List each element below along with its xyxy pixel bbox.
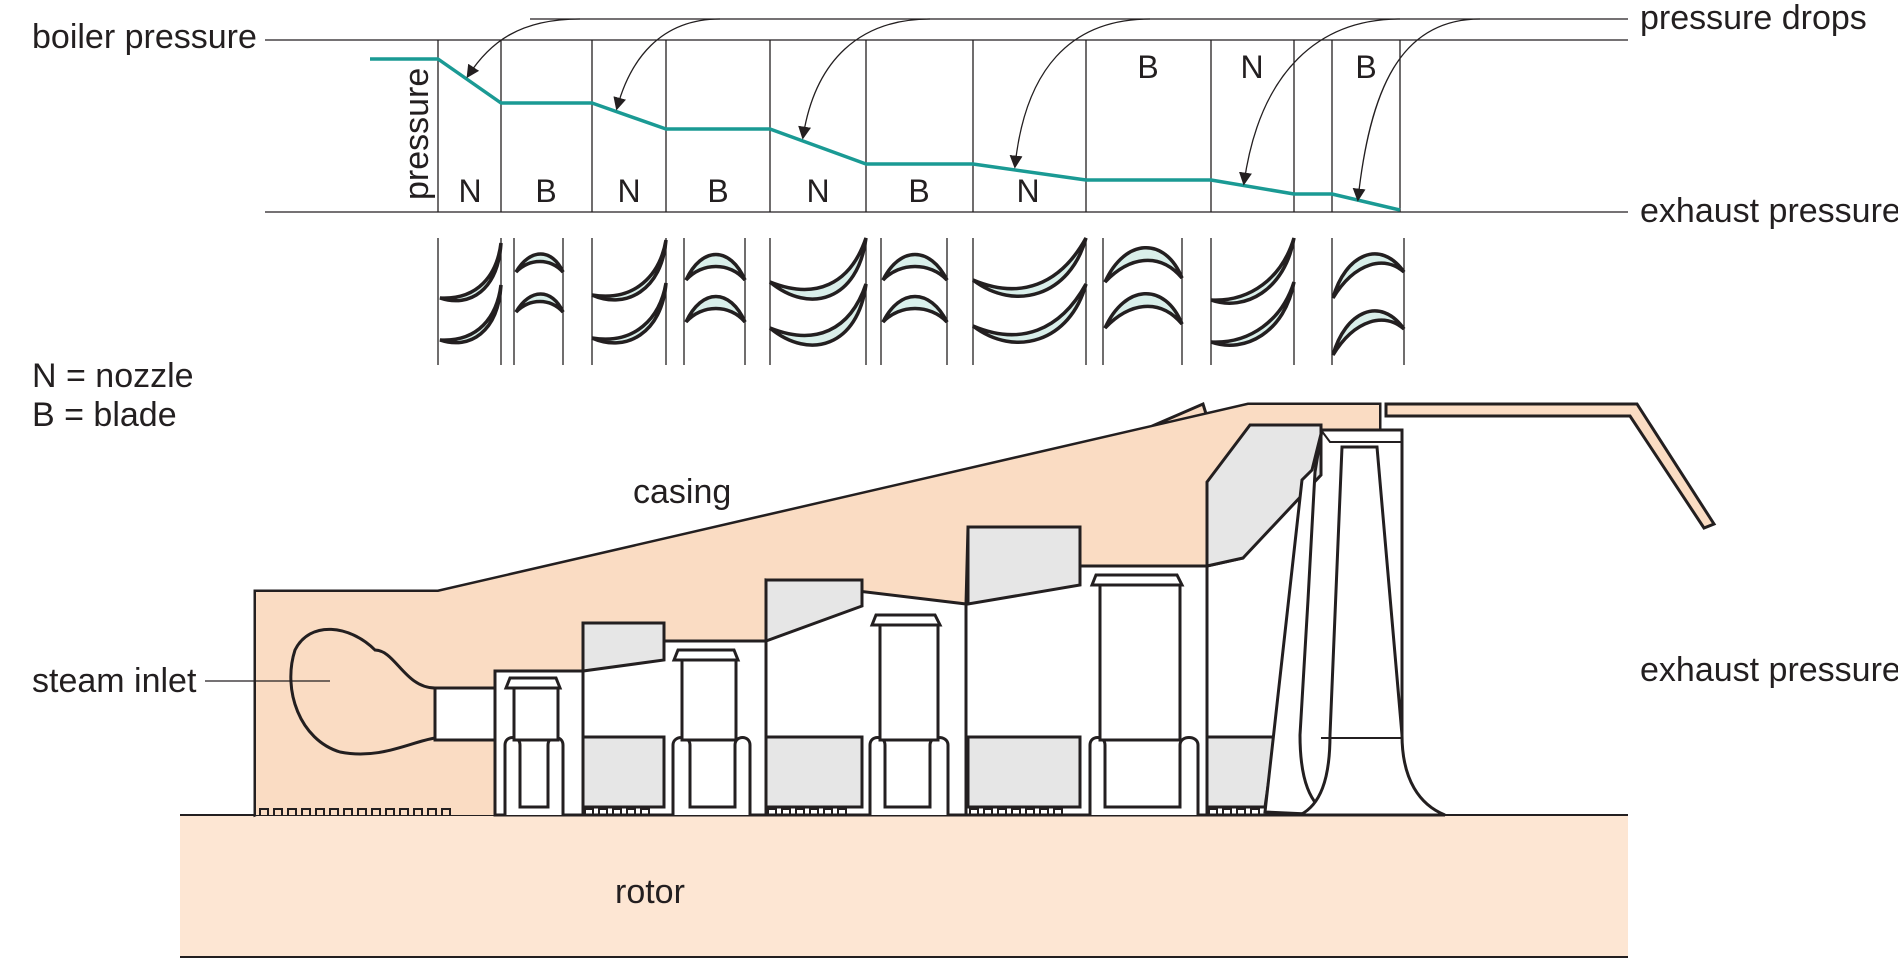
moving-blade-set-3 bbox=[881, 252, 949, 324]
diaphragm-1 bbox=[581, 735, 666, 809]
moving-blade-set-5 bbox=[1331, 252, 1406, 356]
moving-blade-set-1 bbox=[514, 252, 565, 314]
legend-nozzle: N = nozzle bbox=[32, 357, 194, 395]
stage-letter: B bbox=[707, 173, 728, 209]
nozzle-blade-set-3 bbox=[768, 237, 868, 347]
diaphragm-4 bbox=[1205, 735, 1277, 809]
rotor-label: rotor bbox=[615, 873, 685, 911]
steam-inlet-bulb bbox=[289, 627, 437, 756]
stage-dividers bbox=[437, 40, 1401, 212]
diaphragm-3 bbox=[966, 735, 1082, 809]
stage-letter: N bbox=[617, 173, 640, 209]
moving-blade-set-4 bbox=[1103, 246, 1184, 330]
nozzle-ring-2 bbox=[764, 578, 864, 644]
moving-blade-2 bbox=[680, 658, 738, 742]
stage-letter: N bbox=[458, 173, 481, 209]
nozzle-ring-4 bbox=[1205, 423, 1323, 568]
nozzle-ring-1 bbox=[581, 621, 666, 673]
pressure-drops-label: pressure drops bbox=[1640, 0, 1867, 37]
inlet-neck bbox=[433, 686, 497, 742]
rotor-disc-2 bbox=[671, 736, 752, 815]
stage-letters: N B N B N B N B N B bbox=[458, 49, 1376, 209]
pressure-axis-label: pressure bbox=[398, 68, 436, 200]
nozzle-blade-set-5 bbox=[1210, 237, 1296, 347]
blade-profiles bbox=[437, 237, 1406, 365]
stage-letter: B bbox=[908, 173, 929, 209]
pressure-drop-arrows bbox=[466, 18, 1481, 202]
rotor-disc-1 bbox=[503, 736, 565, 815]
stage-letter: B bbox=[1137, 49, 1158, 85]
rotor-disc-4 bbox=[1088, 736, 1200, 815]
nozzle-ring-3 bbox=[966, 525, 1082, 606]
boiler-pressure-label: boiler pressure bbox=[32, 18, 257, 56]
moving-blade-3 bbox=[878, 623, 940, 742]
rotor-disc-3 bbox=[868, 736, 950, 815]
casing-label: casing bbox=[633, 473, 731, 511]
stage-letter: B bbox=[1355, 49, 1376, 85]
exhaust-pressure-side-label: exhaust pressure bbox=[1640, 651, 1898, 689]
stage-letter: N bbox=[1016, 173, 1039, 209]
exhaust-flange bbox=[1384, 402, 1717, 530]
moving-blade-1 bbox=[512, 686, 560, 742]
moving-blade-set-2 bbox=[684, 252, 747, 324]
exhaust-pressure-label: exhaust pressure bbox=[1640, 192, 1898, 230]
steam-inlet-label: steam inlet bbox=[32, 662, 197, 700]
stage-letter: N bbox=[806, 173, 829, 209]
stage-letter: B bbox=[535, 173, 556, 209]
moving-blade-4 bbox=[1098, 583, 1182, 742]
rotor bbox=[180, 815, 1628, 957]
legend-blade: B = blade bbox=[32, 396, 177, 434]
nozzle-blade-set-2 bbox=[591, 239, 668, 345]
stage-letter: N bbox=[1240, 49, 1263, 85]
seal-teeth bbox=[259, 808, 1260, 815]
nozzle-blade-set-4 bbox=[971, 237, 1088, 344]
diaphragm-2 bbox=[764, 735, 864, 809]
pressure-graph: pressure N B N B N B N B N B boiler pres… bbox=[32, 0, 1898, 230]
turbine-cross-section: steam inlet bbox=[32, 401, 1898, 958]
nozzle-blade-set-1 bbox=[439, 242, 503, 345]
last-stage-blade bbox=[1299, 445, 1446, 817]
pressure-curve bbox=[370, 57, 1401, 212]
